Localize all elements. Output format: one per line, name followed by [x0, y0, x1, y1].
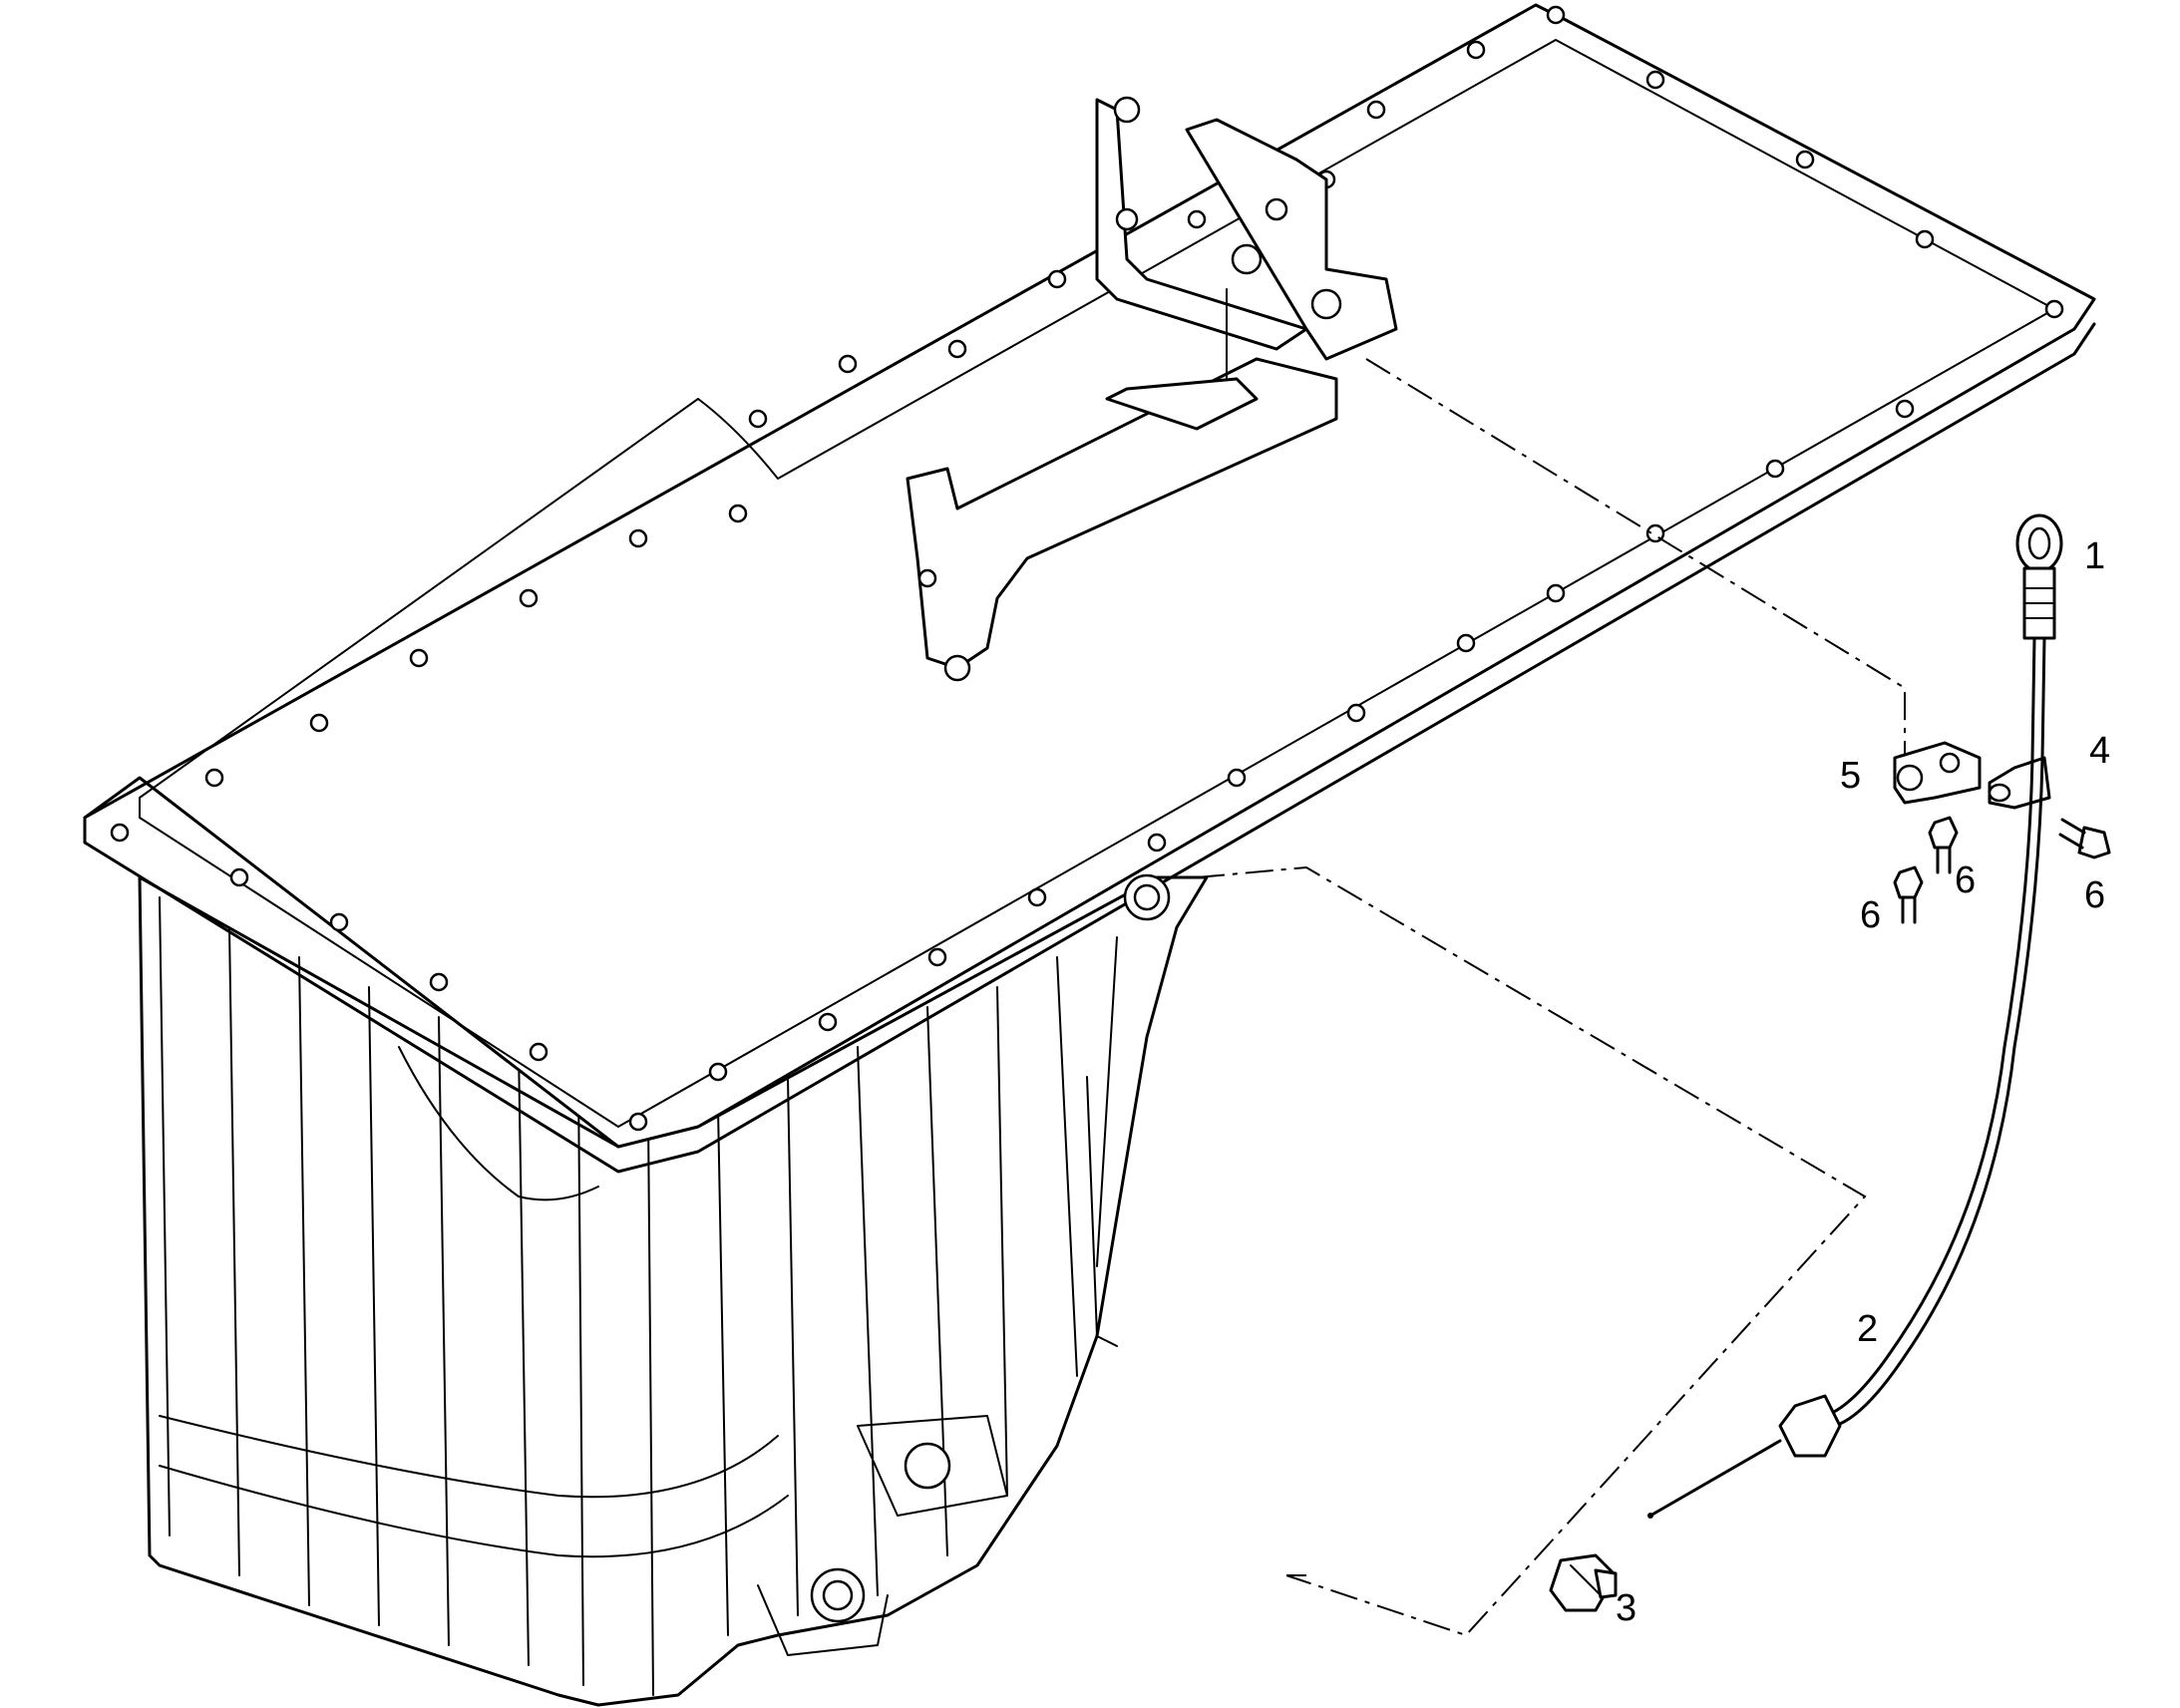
callout-4: 4	[2089, 730, 2110, 772]
oil-pan-body	[138, 875, 1209, 1707]
assembly-leaders	[1196, 358, 1906, 1637]
callout-1: 1	[2084, 535, 2105, 577]
tube-clamp	[1988, 756, 2051, 810]
dipstick-handle	[2015, 513, 2063, 760]
callout-6-bolt-lower: 6	[1860, 894, 1881, 936]
bolt-3	[2058, 818, 2111, 859]
dipstick-tube	[1647, 756, 2044, 1519]
bolt-2	[1893, 865, 1924, 924]
callout-2: 2	[1857, 1308, 1878, 1350]
callout-6-bolt-right: 6	[2084, 874, 2105, 916]
callout-6-bolt-middle: 6	[1955, 859, 1976, 901]
tube-adapter	[1549, 1553, 1618, 1612]
internal-bracket	[906, 96, 1398, 682]
callout-3: 3	[1616, 1587, 1636, 1629]
callout-5: 5	[1840, 755, 1861, 797]
callouts: 1 2 3 4 5 6 6 6	[1616, 535, 2110, 1629]
oil-pan-flange	[83, 3, 2096, 1174]
mounting-bracket	[1893, 741, 1982, 805]
bolt-1	[1928, 816, 1959, 874]
